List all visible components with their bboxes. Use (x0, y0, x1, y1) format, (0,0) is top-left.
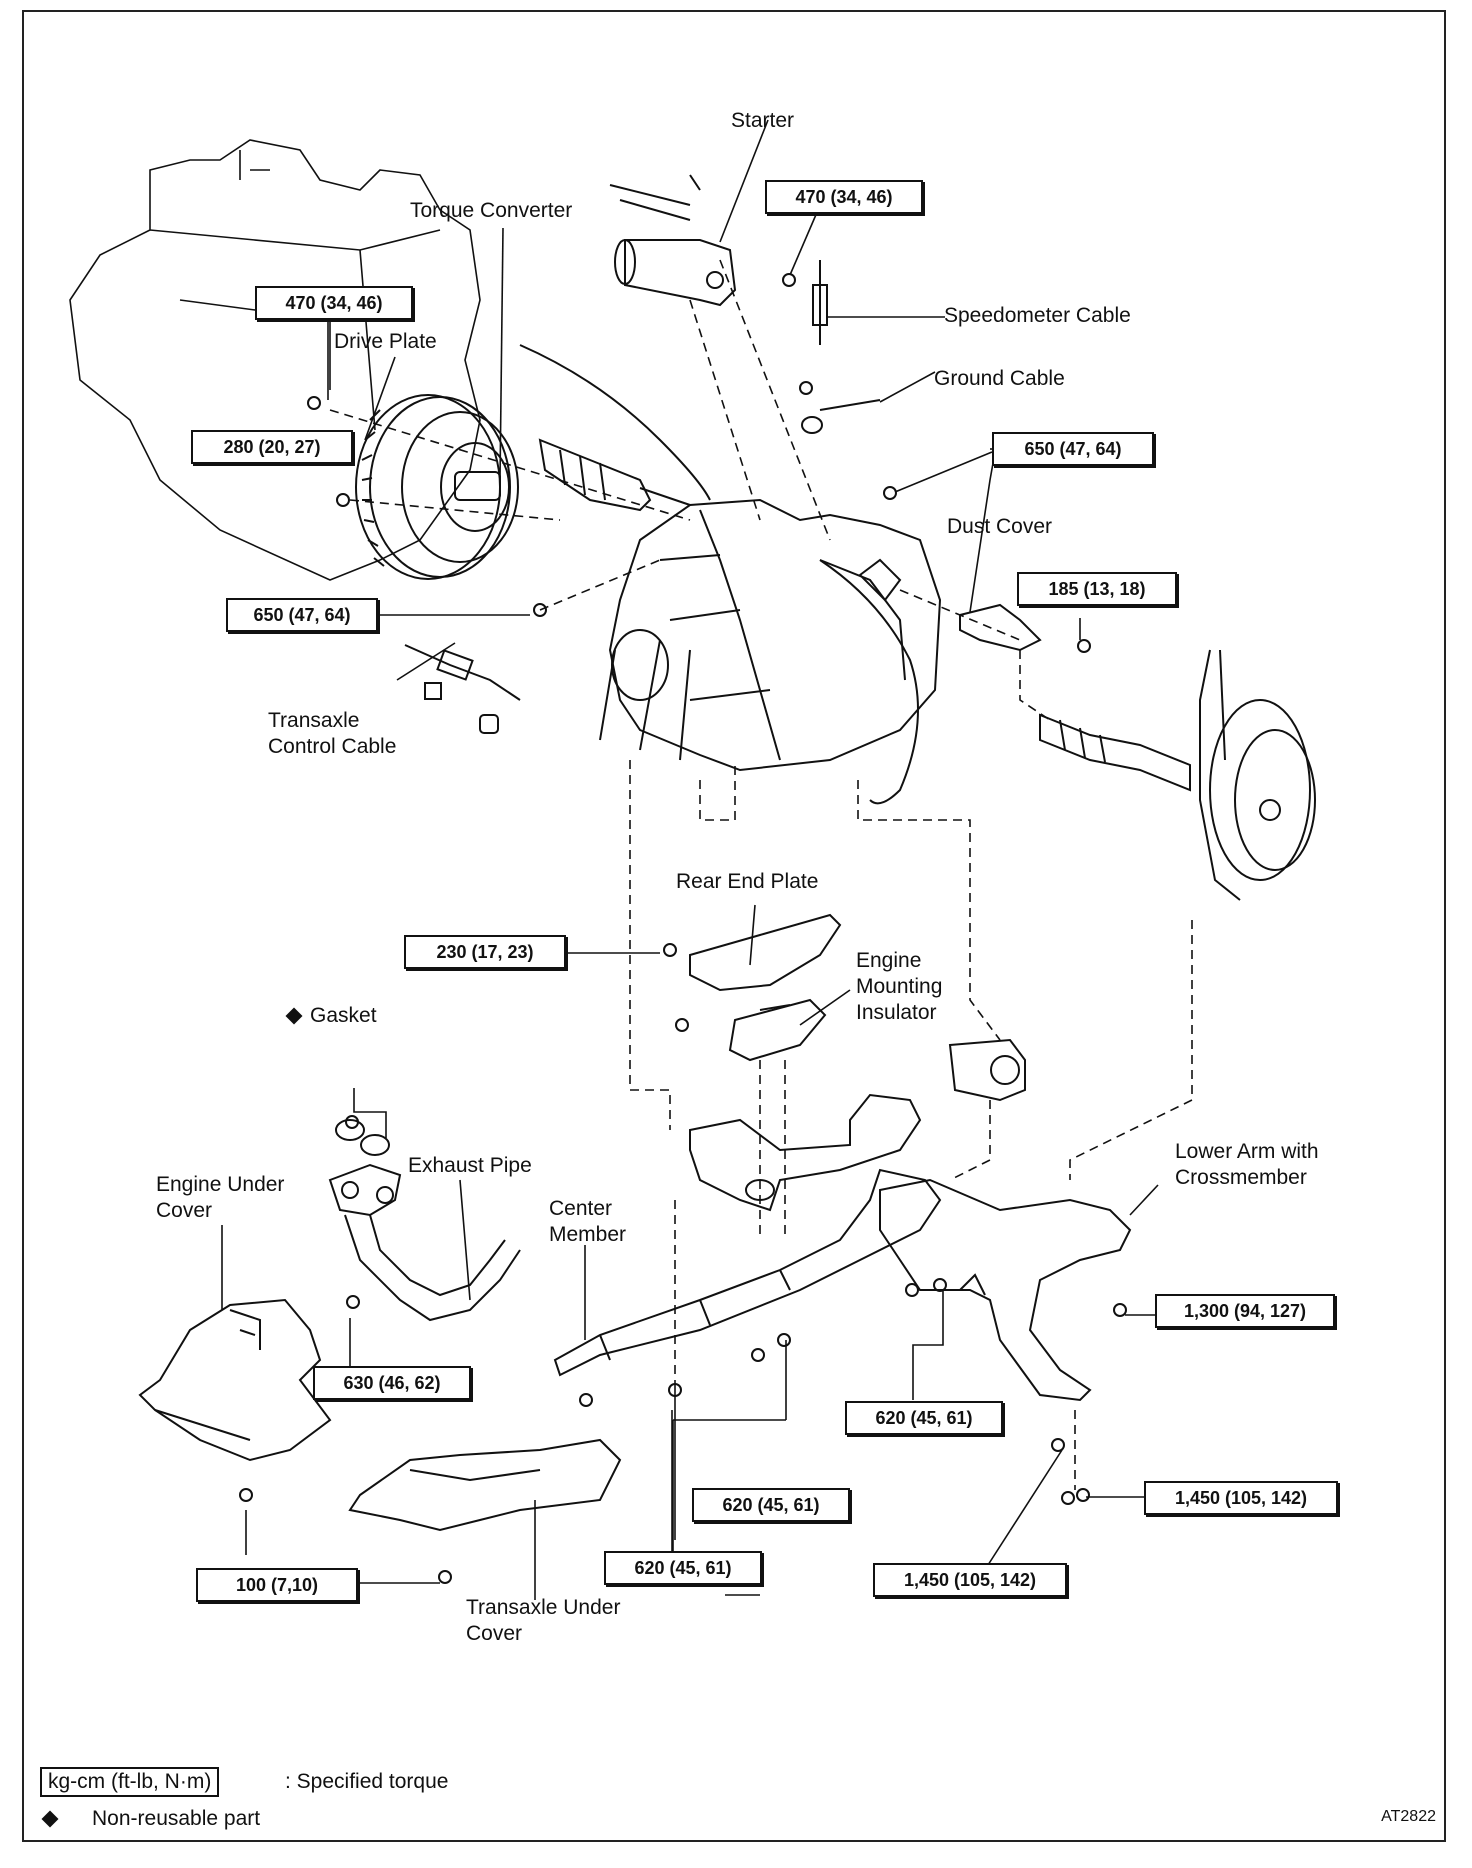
torque-center-member-b: 620 (45, 61) (692, 1488, 850, 1522)
torque-mount-left: 650 (47, 64) (226, 598, 378, 632)
torque-mount-right: 650 (47, 64) (992, 432, 1154, 466)
torque-starter-bolt: 470 (34, 46) (765, 180, 923, 214)
control-cable-drawing (404, 344, 711, 734)
bolt-icons (239, 273, 1127, 1584)
dust-cover-drawing (959, 603, 1042, 652)
label-transaxle-control-cable-line1: Transaxle (268, 709, 360, 732)
torque-center-member-c: 620 (45, 61) (604, 1551, 762, 1585)
label-tuc-line1: Transaxle Under (466, 1596, 621, 1619)
transaxle-under-cover-drawing (348, 1438, 622, 1532)
nonreusable-diamond-icon (285, 1007, 303, 1025)
torque-exhaust-pipe-nut: 630 (46, 62) (313, 1366, 471, 1400)
transaxle-drawing (599, 498, 942, 805)
label-engine-mounting-insulator: Engine Mounting Insulator (856, 948, 942, 1026)
leader-lines (221, 119, 1159, 1600)
label-exhaust-pipe: Exhaust Pipe (408, 1154, 532, 1177)
label-gasket-text: Gasket (310, 1004, 377, 1027)
label-lower-arm-crossmember: Lower Arm with Crossmember (1175, 1139, 1319, 1191)
label-euc-line2: Cover (156, 1199, 213, 1222)
label-emi-line3: Insulator (856, 1001, 937, 1024)
label-drive-plate: Drive Plate (334, 330, 437, 353)
label-la-line2: Crossmember (1175, 1166, 1307, 1189)
torque-under-cover-bolt: 100 (7,10) (196, 1568, 358, 1602)
left-drive-shaft-drawing (538, 438, 691, 512)
label-gasket: Gasket (285, 1003, 377, 1029)
rear-end-plate-drawing (689, 913, 842, 1062)
label-starter: Starter (731, 109, 795, 132)
label-engine-under-cover: Engine Under Cover (156, 1172, 284, 1224)
engine-under-cover-drawing (138, 1298, 332, 1462)
figure-code: AT2822 (1381, 1808, 1436, 1825)
starter-drawing (609, 174, 737, 307)
exhaust-pipe-drawing (328, 1119, 521, 1322)
torque-dust-cover-bolt: 185 (13, 18) (1017, 572, 1177, 606)
label-transaxle-under-cover: Transaxle Under Cover (466, 1595, 620, 1647)
label-torque-converter: Torque Converter (410, 199, 573, 222)
label-transaxle-control-cable: Transaxle Control Cable (268, 708, 396, 760)
torque-crossmember-nut: 1,450 (105, 142) (1144, 1481, 1338, 1515)
legend-unit-desc: : Specified torque (285, 1770, 449, 1793)
engine-block-drawing (69, 139, 481, 581)
speedometer-cable-drawing (801, 260, 881, 434)
torque-lower-arm-bolt: 1,300 (94, 127) (1155, 1294, 1335, 1328)
label-emi-line2: Mounting (856, 975, 943, 998)
torque-converter-drawing (355, 394, 519, 580)
torque-center-member-a: 620 (45, 61) (845, 1401, 1003, 1435)
label-euc-line1: Engine Under (156, 1173, 285, 1196)
label-cm-line1: Center (549, 1197, 613, 1220)
legend-diamond-icon (41, 1810, 59, 1828)
label-speedometer-cable: Speedometer Cable (944, 304, 1131, 327)
legend-unit-box: kg-cm (ft-lb, N·m) (40, 1767, 220, 1797)
label-center-member: Center Member (549, 1196, 626, 1248)
label-la-line1: Lower Arm with (1175, 1140, 1319, 1163)
label-ground-cable: Ground Cable (934, 367, 1065, 390)
label-rear-end-plate: Rear End Plate (676, 870, 819, 893)
label-cm-line2: Member (549, 1223, 627, 1246)
label-emi-line1: Engine (856, 949, 922, 972)
torque-drive-plate-bolt: 470 (34, 46) (255, 286, 413, 320)
label-tuc-line2: Cover (466, 1622, 523, 1645)
torque-rear-end-plate-bolt: 230 (17, 23) (404, 935, 566, 969)
label-dust-cover: Dust Cover (947, 515, 1053, 538)
diagram-frame (22, 10, 1446, 1842)
legend-nonreusable-text: Non-reusable part (92, 1807, 261, 1830)
legend-nonreusable: Non-reusable part (41, 1806, 261, 1832)
assembly-lines (329, 259, 1193, 1490)
center-member-drawing (553, 1093, 942, 1377)
label-transaxle-control-cable-line2: Control Cable (268, 735, 397, 758)
torque-converter-bolt: 280 (20, 27) (191, 430, 353, 464)
torque-crossmember-bolt: 1,450 (105, 142) (873, 1563, 1067, 1597)
side-mount-drawing (948, 1038, 1026, 1102)
right-drive-shaft-drawing (1039, 649, 1316, 901)
